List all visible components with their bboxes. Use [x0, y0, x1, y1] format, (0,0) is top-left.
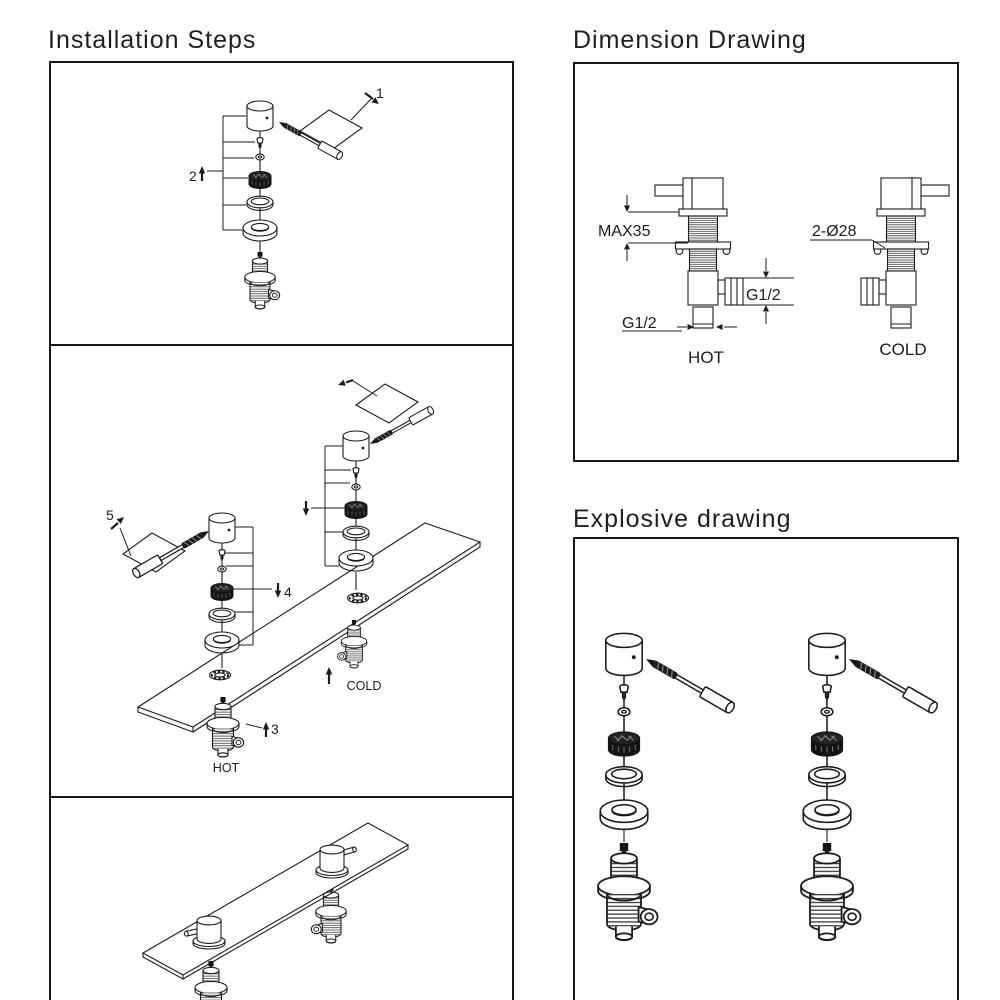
- panel-step1-border: [49, 61, 514, 346]
- hot-label-dimension: HOT: [688, 348, 724, 367]
- step-3-label: 3: [271, 721, 279, 737]
- step-diagram-1: 1 2: [189, 85, 384, 310]
- step-2-label: 2: [189, 168, 197, 184]
- panel-result-border: [49, 796, 514, 1000]
- panel-explosive-border: [573, 537, 959, 1000]
- step-1-label: 1: [376, 85, 384, 101]
- cold-label-installation: COLD: [347, 679, 382, 693]
- step-5-label: 5: [106, 507, 114, 523]
- max-thickness-label: MAX35: [598, 223, 651, 240]
- title-explosive: Explosive drawing: [573, 505, 792, 533]
- step-4-label: 4: [284, 584, 292, 600]
- countertop-plank: [136, 522, 482, 728]
- panel-dimension-border: [573, 62, 959, 462]
- arrow-step2-icon: [198, 166, 206, 181]
- leader-step1: [350, 98, 372, 121]
- arrow-step4-icon: [274, 583, 282, 598]
- countertop-plank-assembled: [141, 822, 410, 976]
- title-dimension: Dimension Drawing: [573, 26, 807, 54]
- arrow-step1-icon: [364, 92, 379, 104]
- title-installation: Installation Steps: [48, 26, 256, 54]
- arrow-step3-icon: [245, 722, 270, 737]
- bottom-thread-label: G1/2: [622, 315, 657, 332]
- hot-label-installation: HOT: [213, 761, 240, 775]
- assembled-diagram: [141, 822, 410, 1000]
- step-diagram-2: 5 4 3 HOT COLD: [106, 378, 482, 775]
- hole-spec-label: 2-Ø28: [812, 223, 857, 240]
- arrow-step5-icon: [110, 517, 132, 557]
- arrow-lever-direction-icon: [338, 378, 378, 397]
- dimension-diagram: MAX35 G1/2 G1/2 2-Ø28 HOT COLD: [598, 177, 950, 367]
- arrow-cold-insert-icon: [325, 667, 333, 684]
- arrow-insert-cartridge-icon: [302, 501, 310, 516]
- explosive-diagram: [597, 632, 940, 942]
- cold-label-dimension: COLD: [879, 340, 926, 359]
- side-thread-label: G1/2: [746, 287, 781, 304]
